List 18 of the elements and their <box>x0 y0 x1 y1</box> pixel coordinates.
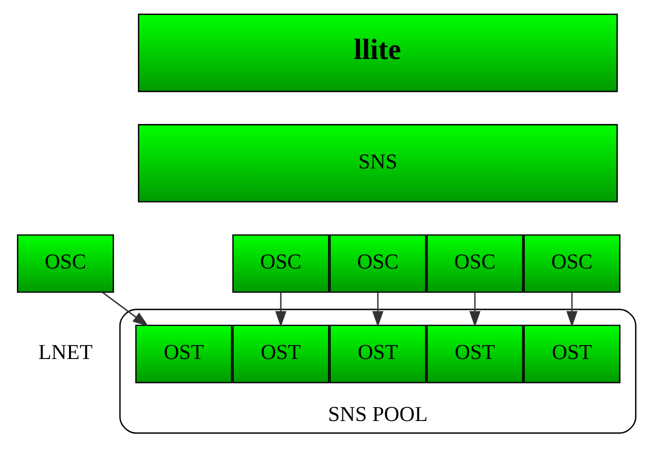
node-box: OSC <box>522 234 620 292</box>
node-box: OSC <box>16 234 114 292</box>
arrow <box>101 291 148 326</box>
node-box: OSC <box>232 234 329 292</box>
node-box: SNS <box>137 123 618 202</box>
node-box: OST <box>522 324 620 383</box>
node-box: OST <box>134 324 232 383</box>
arrow <box>468 292 480 327</box>
label: LNET <box>38 340 92 364</box>
node-box: OSC <box>426 234 523 292</box>
arrow <box>566 292 578 327</box>
arrow <box>372 292 383 327</box>
node-box: llite <box>137 13 618 92</box>
node-box: OST <box>328 324 426 383</box>
node-box: OST <box>426 324 523 383</box>
node-box: OST <box>232 324 329 383</box>
arrow <box>274 292 286 327</box>
node-box: OSC <box>328 234 426 292</box>
